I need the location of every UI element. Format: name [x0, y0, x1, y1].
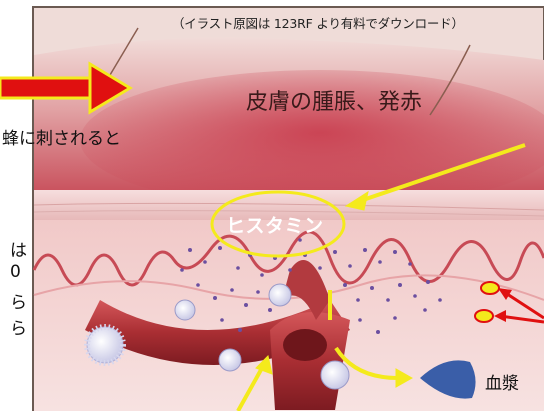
mast-cell — [87, 327, 123, 363]
white-cell — [321, 361, 349, 389]
image-credit-caption: （イラスト原図は 123RF より有料でダウンロード） — [172, 13, 464, 32]
vessel-opening — [283, 329, 327, 361]
left-text-fragment: ら — [10, 314, 27, 339]
swelling-headline: 皮膚の腫脹、発赤 — [246, 84, 422, 116]
bee-sting-label: 蜂に刺されると — [2, 124, 121, 149]
histamine-label: ヒスタミン — [226, 211, 324, 238]
white-cell — [219, 349, 241, 371]
white-cell — [175, 300, 195, 320]
sting-arrow-shaft — [0, 78, 94, 98]
allergen-capsule — [475, 310, 493, 322]
white-cell — [269, 284, 291, 306]
left-text-fragment: ら — [10, 288, 27, 313]
allergen-capsule — [481, 282, 499, 294]
left-text-fragment: は — [10, 236, 27, 261]
left-text-fragment: 0 — [10, 262, 21, 282]
plasma-label: 血漿 — [485, 369, 519, 394]
